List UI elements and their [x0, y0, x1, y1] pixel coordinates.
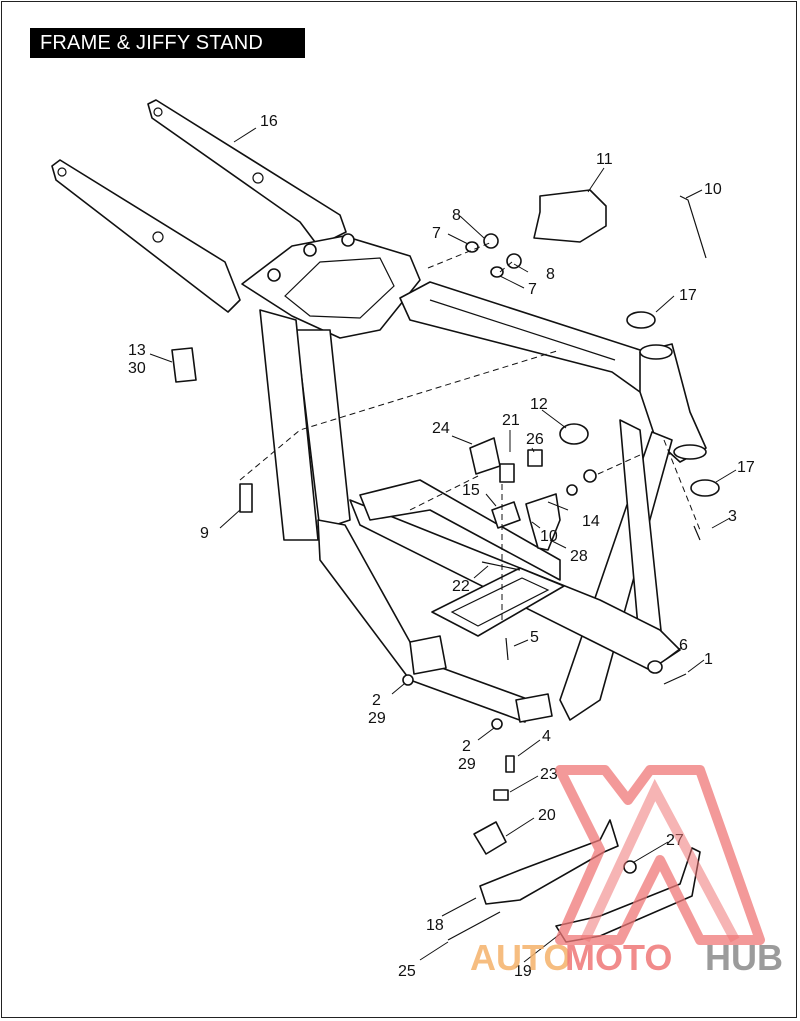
- callout-24: 24: [432, 420, 450, 437]
- callout-9: 9: [200, 525, 209, 542]
- part-24-clip: [469, 437, 501, 475]
- callout-8-top: 8: [452, 207, 461, 224]
- callout-10-mid: 10: [540, 528, 558, 545]
- frame-top-plate: [241, 235, 421, 339]
- callout-25: 25: [398, 963, 416, 980]
- watermark-text-hub: HUB: [705, 937, 783, 978]
- part-3-pin: [693, 525, 701, 541]
- part-2-bushing-a: [402, 674, 414, 686]
- part-17-bushing-b: [690, 479, 720, 497]
- diagram-title: FRAME & JIFFY STAND: [30, 28, 305, 58]
- callout-11: 11: [596, 151, 613, 168]
- callout-22: 22: [452, 578, 470, 595]
- callout-4: 4: [542, 728, 551, 745]
- part-22-bolt: [481, 561, 521, 571]
- callout-12: 12: [530, 396, 548, 413]
- callout-17-top: 17: [679, 287, 697, 304]
- part-11-cover: [533, 189, 607, 243]
- callout-17-right: 17: [737, 459, 755, 476]
- part-12-plug: [559, 423, 589, 445]
- callout-16: 16: [260, 113, 278, 130]
- part-10-cable-tie: [679, 195, 707, 259]
- part-28-bracket: [525, 493, 561, 551]
- part-9-block: [239, 483, 253, 513]
- frame-seat-post: [295, 329, 351, 531]
- watermark-text-moto: MOTO: [565, 937, 672, 978]
- frame-seat-post-rear: [259, 309, 319, 541]
- leader-lines: [149, 127, 737, 963]
- part-1-cotter-pin: [663, 673, 687, 685]
- callout-7-bottom: 7: [528, 281, 537, 298]
- watermark-text-auto: AUTO: [470, 937, 571, 978]
- front-mount-block: [515, 693, 553, 723]
- part-23-spring-seat: [493, 789, 509, 801]
- frame-crossmember: [359, 479, 561, 581]
- watermark: AUTO MOTO HUB: [470, 765, 783, 978]
- callout-8-bottom: 8: [546, 266, 555, 283]
- hidden-lines: [239, 241, 701, 624]
- callout-3: 3: [728, 508, 737, 525]
- part-8-nut-a: [483, 233, 499, 249]
- callout-28: 28: [570, 548, 588, 565]
- callout-30: 30: [128, 360, 146, 377]
- callout-10-top: 10: [704, 181, 722, 198]
- callout-18: 18: [426, 917, 444, 934]
- part-25-spring: [447, 911, 501, 941]
- callout-26: 26: [526, 431, 544, 448]
- part-7-washer-a: [465, 241, 479, 253]
- callout-29-left: 29: [368, 710, 386, 727]
- frame-backbone: [399, 281, 669, 393]
- callout-labels: 16 11 10 8 7 8 7 17 13 30 12 21 24 26 17…: [128, 113, 755, 980]
- frame-drawing: [51, 99, 707, 723]
- part-2-bushing-b: [491, 718, 503, 730]
- callout-14: 14: [582, 513, 600, 530]
- part-7-washer-b: [490, 266, 504, 278]
- callout-7-top: 7: [432, 225, 441, 242]
- part-14-nut: [566, 484, 578, 496]
- part-17-bushing-a: [626, 311, 656, 329]
- part-26-clip: [527, 449, 543, 467]
- part-4-bolt: [505, 755, 515, 773]
- callout-2-left: 2: [372, 692, 381, 709]
- callout-1: 1: [704, 651, 713, 668]
- callout-23: 23: [540, 766, 558, 783]
- callout-20: 20: [538, 807, 556, 824]
- part-15-bracket: [491, 501, 521, 529]
- callout-2-right: 2: [462, 738, 471, 755]
- part-13-label: [171, 347, 197, 383]
- part-21-nut: [499, 463, 515, 483]
- callout-21: 21: [502, 412, 520, 429]
- part-14-washer: [583, 469, 597, 483]
- part-20-bracket: [473, 821, 507, 855]
- fender-strut-lower: [51, 159, 241, 313]
- callout-19: 19: [514, 963, 532, 980]
- fender-strut-upper: [147, 99, 347, 247]
- part-8-nut-b: [506, 253, 522, 269]
- part-6-washer: [647, 660, 663, 674]
- callout-29-right: 29: [458, 756, 476, 773]
- callout-5: 5: [530, 629, 539, 646]
- callout-6: 6: [679, 637, 688, 654]
- callout-15: 15: [462, 482, 480, 499]
- rear-mount-block: [409, 635, 447, 675]
- callout-13: 13: [128, 342, 146, 359]
- part-18-jiffy-stand-upper: [479, 819, 619, 905]
- part-5-bolt: [505, 637, 509, 661]
